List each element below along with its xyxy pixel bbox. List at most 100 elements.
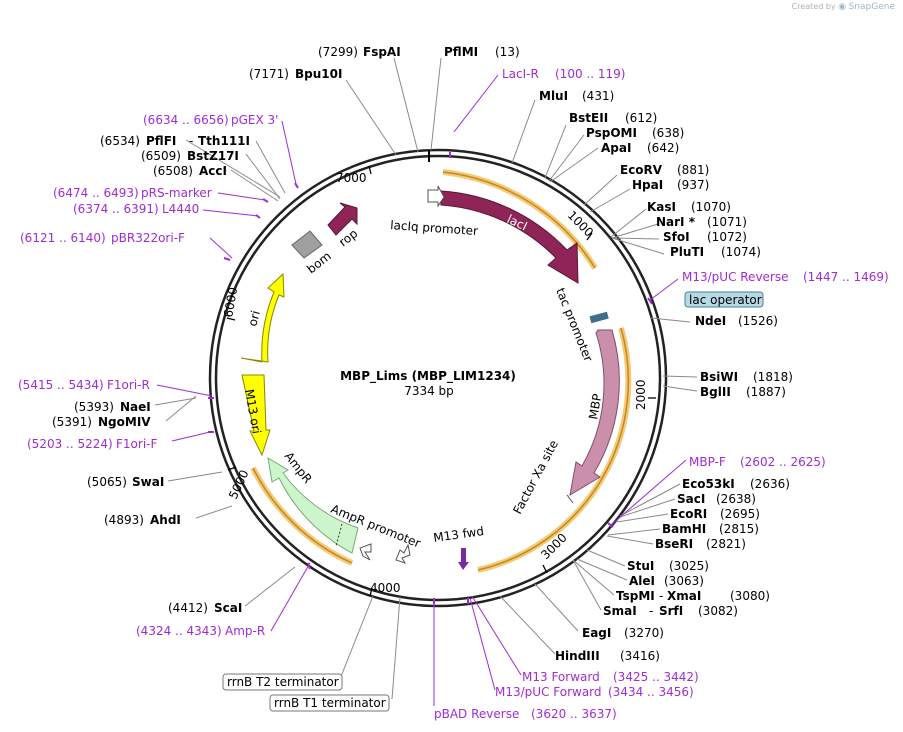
site-pos-hindiii: (3416) [620, 649, 660, 663]
watermark-brand: SnapGene [848, 2, 895, 12]
site-pos-bstz17i: (6509) [141, 149, 181, 163]
primer-range-m13puc-rev: (1447 .. 1469) [803, 270, 889, 284]
primer-range-amp-r: (4324 .. 4343) [136, 624, 222, 638]
primer-labels: LacI-R (100 .. 119) M13/pUC Reverse (144… [18, 67, 889, 721]
site-pos-smai: (3082) [698, 604, 738, 618]
lacI-feature-arrow[interactable] [440, 190, 579, 284]
lacIq-promoter-arrow[interactable] [427, 185, 445, 208]
site-pos-eagi: (3270) [624, 626, 664, 640]
site-pos-eco53ki: (2636) [750, 477, 790, 491]
primer-range-pbr322ori-f: (6121 .. 6140) [20, 231, 106, 245]
site-pos-apai: (642) [647, 141, 679, 155]
primer-name-f1ori-r: F1ori-R [107, 378, 150, 392]
primer-range-pbad-reverse: (3620 .. 3637) [531, 707, 617, 721]
mbp-label: MBP [586, 393, 604, 421]
primer-range-laci-r: (100 .. 119) [555, 67, 625, 81]
site-name-alei: AleI [629, 574, 655, 588]
site-name-eco53ki: Eco53kI [682, 477, 735, 491]
tick-label-6000: 6000 [221, 286, 240, 319]
rrnB-T1-box[interactable] [269, 694, 390, 712]
primer-marks [208, 152, 653, 604]
site-name-naei: NaeI [120, 400, 151, 414]
ori-feature-arrow[interactable] [240, 272, 285, 363]
site-name-fspai: FspAI [363, 45, 401, 59]
site-name-nari: NarI * [656, 215, 696, 229]
site-name-bglii: BglII [700, 385, 731, 399]
site-name-pflfi: PflFI [146, 134, 176, 148]
site-name-smai: SmaI [603, 604, 637, 618]
factor-xa-site-mark [566, 494, 574, 504]
m13-fwd-arrow[interactable] [458, 548, 469, 570]
site-pos-bseri: (2821) [706, 537, 746, 551]
primer-name-pbr322ori-f: pBR322ori-F [111, 231, 185, 245]
site-pos-scai: (4412) [168, 601, 208, 615]
bom-block[interactable] [291, 230, 323, 259]
site-pos-pspomi: (638) [652, 126, 684, 140]
site-name-ecorv: EcoRV [620, 163, 663, 177]
rrnB-T1-label: rrnB T1 terminator [274, 696, 386, 710]
site-name-pflmi: PflMI [444, 45, 478, 59]
site-name-apai: ApaI [601, 141, 631, 155]
site-pos-kasi: (1070) [691, 200, 731, 214]
tick-label-7000: 7000 [336, 171, 367, 185]
site-connector-lines [154, 57, 698, 700]
restriction-site-labels: (7299) FspAI PflMI (13) (7171) Bpu10I Ml… [52, 45, 793, 663]
site-pos-ngomiv: (5391) [52, 415, 92, 429]
ampR-feature-arrow[interactable] [267, 457, 359, 554]
snapgene-watermark: Created by ◉ SnapGene [792, 2, 895, 12]
primer-name-pbad-reverse: pBAD Reverse [434, 707, 519, 721]
site-name-hpai: HpaI [632, 178, 663, 192]
site-pos-nari: (1071) [707, 215, 747, 229]
primer-name-f1ori-f: F1ori-F [116, 437, 157, 451]
site-tth111i-dash: - [189, 134, 193, 148]
site-name-xmai: XmaI [667, 589, 701, 603]
rrnB-T2-label: rrnB T2 terminator [227, 675, 339, 689]
site-name-bamhi: BamHI [662, 522, 706, 536]
site-name-swai: SwaI [132, 475, 164, 489]
site-name-saci: SacI [677, 492, 705, 506]
ampr-promoter-arrow[interactable] [359, 543, 372, 561]
plasmid-name: MBP_Lims (MBP_LIM1234) [340, 369, 516, 384]
site-name-ahdi: AhdI [150, 513, 181, 527]
site-name-tth111i: Tth111I [198, 134, 250, 148]
primer-range-f1ori-r: (5415 .. 5434) [18, 378, 104, 392]
primer-name-prs-marker: pRS-marker [141, 186, 212, 200]
site-name-pluti: PluTI [670, 245, 704, 259]
site-pos-sfoi: (1072) [707, 230, 747, 244]
site-name-kasi: KasI [647, 200, 676, 214]
plasmid-size: 7334 bp [404, 384, 454, 398]
site-name-acci: AccI [199, 164, 227, 178]
lac-operator-label: lac operator [689, 293, 762, 307]
rop-arrow[interactable] [327, 202, 358, 236]
primer-name-mbp-f: MBP-F [689, 455, 726, 469]
site-pos-acci: (6508) [153, 164, 193, 178]
rrnB-terminator-arrow[interactable] [395, 543, 411, 564]
site-pos-pflmi: (13) [495, 45, 520, 59]
primer-range-m13-forward: (3425 .. 3442) [613, 670, 699, 684]
site-name-scai: ScaI [214, 601, 242, 615]
primer-name-m13puc-rev: M13/pUC Reverse [682, 270, 789, 284]
site-pos-ecori: (2695) [720, 507, 760, 521]
site-name-hindiii: HindIII [555, 649, 600, 663]
rrnB-T2-box[interactable] [222, 673, 343, 691]
primer-range-m13puc-forward: (3434 .. 3456) [608, 685, 694, 699]
site-name-eagi: EagI [582, 626, 611, 640]
tick-label-4000: 4000 [370, 581, 401, 595]
site-name-tspmi: TspMI [616, 589, 655, 603]
snapgene-logo-icon: ◉ [838, 2, 847, 12]
primer-name-m13-forward: M13 Forward [522, 670, 600, 684]
primer-range-l4440: (6374 .. 6391) [73, 202, 159, 216]
mbp-feature-arrow[interactable] [569, 329, 620, 496]
primer-name-laci-r: LacI-R [502, 67, 539, 81]
lac-operator-block[interactable] [589, 311, 609, 324]
site-pos-naei: (5393) [74, 400, 114, 414]
site-pos-bglii: (1887) [746, 385, 786, 399]
tick-label-2000: 2000 [634, 379, 648, 410]
site-pos-ahdi: (4893) [104, 513, 144, 527]
primer-range-f1ori-f: (5203 .. 5224) [27, 437, 113, 451]
site-pos-saci: (2638) [716, 492, 756, 506]
m13-ori-arrow[interactable] [241, 374, 271, 457]
lac-operator-box[interactable] [684, 291, 764, 308]
primer-name-m13puc-forward: M13/pUC Forward [495, 685, 602, 699]
